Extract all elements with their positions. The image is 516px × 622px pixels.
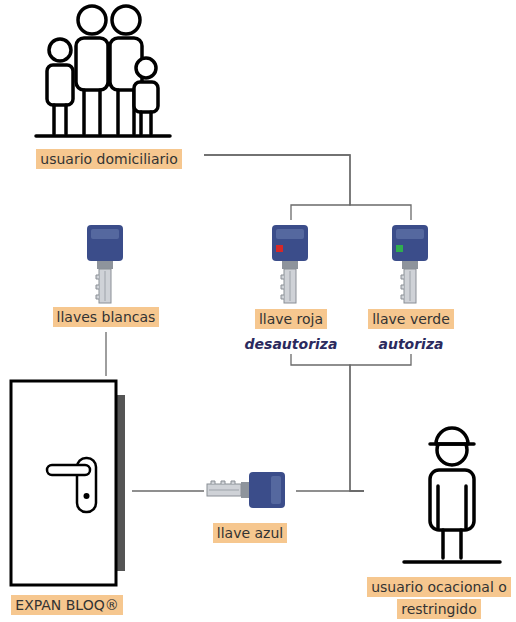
- node-label: llave verde: [368, 309, 454, 329]
- text-line: desautoriza: [236, 333, 346, 355]
- node-label: llave roja: [255, 309, 327, 329]
- connector-line: [204, 155, 411, 220]
- green-mark: [396, 245, 403, 252]
- text-line: llaves blancas: [40, 306, 172, 328]
- family-icon: [36, 6, 170, 136]
- node-label: llaves blancas: [53, 307, 160, 327]
- label-node: usuario ocacional o restringido: [364, 424, 514, 620]
- label-node: EXPAN BLOQ®: [2, 376, 132, 618]
- connector-line: [296, 490, 364, 491]
- red-key: [272, 225, 308, 303]
- text-line: EXPAN BLOQ®: [2, 594, 132, 616]
- text-line: llave azul: [204, 522, 296, 544]
- node-label: llave azul: [213, 523, 287, 543]
- text-line: autoriza: [356, 333, 466, 355]
- text-line: usuario domiciliario: [14, 148, 204, 170]
- node-label: EXPAN BLOQ®: [11, 595, 122, 615]
- door-icon: [11, 381, 125, 585]
- person-icon: [404, 428, 500, 562]
- red-mark: [276, 245, 283, 252]
- label-node: llave verde autoriza: [356, 220, 466, 354]
- connector-line: [132, 490, 204, 491]
- node-label: usuario ocacional o restringido: [367, 577, 511, 619]
- text-line: usuario ocacional o restringido: [364, 576, 514, 620]
- label-node: llave roja desautoriza: [236, 220, 346, 354]
- connector-line: [105, 332, 106, 376]
- connector-line: [291, 354, 364, 491]
- label-node: usuario domiciliario: [14, 0, 204, 174]
- text-line: llave verde: [356, 308, 466, 330]
- connector-line: [350, 354, 411, 491]
- label-node: llave azul: [204, 470, 296, 548]
- node-label: usuario domiciliario: [36, 149, 181, 169]
- connector-line: [204, 155, 350, 220]
- green-key: [392, 225, 428, 303]
- text-line: llave roja: [236, 308, 346, 330]
- label-node: llaves blancas: [40, 220, 172, 332]
- blue-key: [207, 472, 285, 508]
- node-note: desautoriza: [245, 336, 338, 352]
- node-note: autoriza: [378, 336, 443, 352]
- white-key: [87, 225, 123, 303]
